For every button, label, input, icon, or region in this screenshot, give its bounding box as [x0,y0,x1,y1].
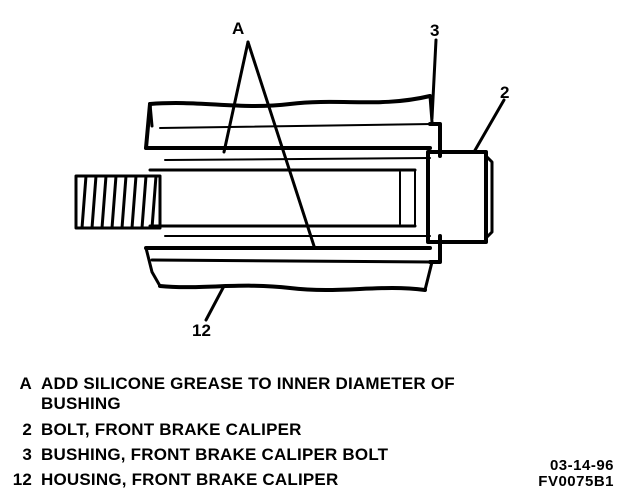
bolt-head [426,150,488,244]
legend-text: HOUSING, FRONT BRAKE CALIPER [41,470,339,489]
housing-inner-lower [150,258,434,264]
legend-key: 12 [12,470,32,489]
housing-inner-upper [159,123,433,129]
legend-key: 3 [22,445,32,464]
legend-text: BOLT, FRONT BRAKE CALIPER [41,420,302,439]
reference-figure-code: FV0075B1 [538,473,614,490]
leader-2 [472,98,506,154]
reference-date: 03-14-96 [549,457,614,474]
callout-12-label: 12 [192,321,211,340]
leader-12 [204,284,226,322]
legend-key: 2 [22,420,32,439]
bolt-shank-shoulder [399,169,416,227]
legend-key: A [19,374,32,393]
leader-3 [430,38,438,120]
legend-text: BUSHING, FRONT BRAKE CALIPER BOLT [41,445,389,464]
diagram-drawing [74,38,506,322]
leader-a-right [246,40,316,248]
callout-3-label: 3 [430,21,440,40]
housing-top-edge [148,94,432,108]
bolt-head-chamfer [484,154,494,240]
legend-text: BUSHING [41,394,121,413]
caliper-bolt-diagram: A 3 2 12 [74,19,510,340]
legend-text: ADD SILICONE GREASE TO INNER DIAMETER OF [41,374,455,393]
bushing-top-groove [164,157,431,161]
callout-a-label: A [232,19,245,38]
bolt-thread-body [74,174,162,230]
housing-lower-left [144,246,162,288]
callout-2-label: 2 [500,83,510,102]
leader-a-left [222,40,250,154]
housing-lower-right [423,260,434,292]
bolt-threads [80,174,158,230]
housing-bottom-edge [158,283,427,292]
bushing-top-lip [428,122,442,158]
